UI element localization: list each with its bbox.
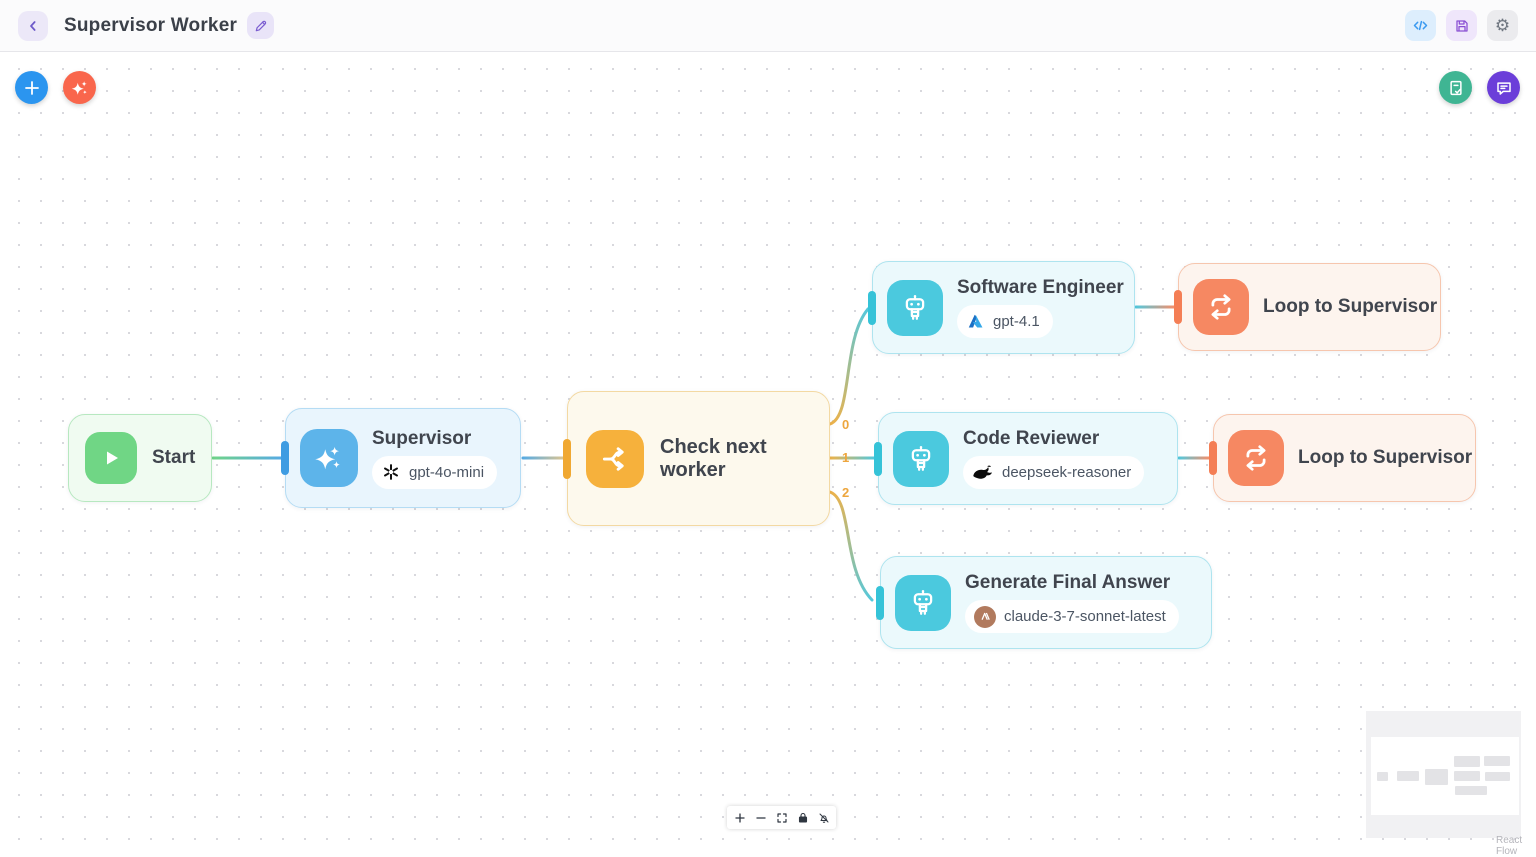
chat-bubble-icon: [1495, 79, 1513, 97]
minimap-node: [1485, 772, 1510, 781]
ai-assistant-button[interactable]: [63, 71, 96, 104]
node-title: Loop to Supervisor: [1263, 296, 1438, 317]
chevron-left-icon: [25, 18, 41, 34]
node-loop-to-supervisor-2[interactable]: Loop to Supervisor: [1209, 414, 1476, 502]
azure-icon: [966, 312, 985, 331]
node-title: Software Engineer: [957, 277, 1124, 298]
minimap-node: [1455, 786, 1487, 795]
node-title: Check next worker: [660, 435, 767, 481]
node-loop-to-supervisor-1[interactable]: Loop to Supervisor: [1174, 263, 1441, 351]
plus-icon: [23, 79, 41, 97]
back-button[interactable]: [18, 10, 48, 41]
chat-button[interactable]: [1487, 71, 1520, 104]
node-title: Start: [152, 447, 196, 468]
node-title: Generate Final Answer: [965, 572, 1171, 593]
node-title: Loop to Supervisor: [1298, 447, 1473, 468]
input-handle[interactable]: [1174, 290, 1182, 324]
interactivity-button[interactable]: [813, 807, 834, 828]
document-check-icon: [1447, 79, 1465, 97]
edge-label-0: 0: [842, 417, 850, 432]
bell-slash-icon: [818, 812, 830, 824]
react-flow-attribution: React Flow: [1496, 835, 1523, 857]
input-handle[interactable]: [868, 290, 876, 325]
page-title: Supervisor Worker: [64, 14, 238, 36]
loop-icon: [1228, 430, 1284, 486]
node-check-next-worker[interactable]: Check next worker: [563, 391, 830, 526]
save-button[interactable]: [1446, 10, 1477, 41]
flow-canvas[interactable]: 0 1 2 Start Supervisor: [0, 52, 1536, 857]
plus-icon: [734, 812, 746, 824]
settings-button[interactable]: ⚙: [1487, 10, 1518, 41]
evaluate-button[interactable]: [1439, 71, 1472, 104]
model-badge: deepseek-reasoner: [963, 456, 1145, 489]
edit-title-button[interactable]: [247, 12, 275, 39]
fit-view-icon: [776, 812, 788, 824]
lock-icon: [797, 812, 809, 824]
node-generate-final-answer[interactable]: Generate Final Answer claude-3-7-sonnet-…: [876, 556, 1212, 649]
minus-icon: [755, 812, 767, 824]
sparkles-icon: [300, 429, 358, 487]
branch-icon: [586, 429, 644, 488]
model-badge: claude-3-7-sonnet-latest: [965, 600, 1179, 633]
node-code-reviewer[interactable]: Code Reviewer deepseek-reasoner: [874, 412, 1178, 505]
canvas-controls: [727, 806, 836, 829]
model-name: gpt-4.1: [993, 313, 1040, 330]
openai-icon: [381, 462, 401, 482]
input-handle[interactable]: [563, 438, 571, 479]
minimap[interactable]: [1366, 711, 1521, 838]
play-icon: [85, 432, 137, 484]
minimap-node: [1454, 771, 1480, 781]
minimap-node: [1425, 769, 1448, 785]
robot-icon: [887, 279, 943, 336]
zoom-out-button[interactable]: [750, 807, 771, 828]
node-supervisor[interactable]: Supervisor gpt-4o-mini: [281, 408, 521, 508]
code-icon: [1412, 17, 1429, 34]
input-handle[interactable]: [1209, 441, 1217, 475]
header: Supervisor Worker ⚙: [0, 0, 1536, 52]
robot-icon: [893, 430, 949, 487]
node-software-engineer[interactable]: Software Engineer gpt-4.1: [868, 261, 1135, 354]
lock-button[interactable]: [792, 807, 813, 828]
model-badge: gpt-4o-mini: [372, 455, 498, 489]
minimap-node: [1454, 756, 1480, 767]
node-title: Code Reviewer: [963, 428, 1100, 449]
node-title: Supervisor: [372, 427, 472, 449]
loop-icon: [1193, 279, 1249, 335]
floppy-disk-icon: [1454, 18, 1470, 34]
model-name: gpt-4o-mini: [409, 463, 485, 481]
gear-icon: ⚙: [1494, 15, 1511, 36]
add-node-button[interactable]: [15, 71, 48, 104]
node-start[interactable]: Start: [68, 414, 212, 502]
minimap-node: [1377, 772, 1388, 781]
minimap-node: [1484, 756, 1510, 766]
input-handle[interactable]: [281, 441, 289, 475]
sparkles-icon: [71, 79, 89, 97]
input-handle[interactable]: [876, 585, 884, 620]
pencil-icon: [254, 19, 268, 33]
robot-icon: [895, 574, 951, 631]
edge-label-2: 2: [842, 485, 850, 500]
minimap-node: [1397, 771, 1419, 781]
model-badge: gpt-4.1: [957, 305, 1053, 338]
deepseek-icon: [972, 464, 994, 482]
input-handle[interactable]: [874, 441, 882, 476]
edge-label-1: 1: [842, 450, 850, 465]
model-name: deepseek-reasoner: [1002, 464, 1132, 481]
model-name: claude-3-7-sonnet-latest: [1004, 608, 1166, 625]
fit-view-button[interactable]: [771, 807, 792, 828]
code-view-button[interactable]: [1405, 10, 1436, 41]
anthropic-icon: [974, 605, 996, 628]
header-actions: ⚙: [1405, 10, 1518, 41]
zoom-in-button[interactable]: [729, 807, 750, 828]
